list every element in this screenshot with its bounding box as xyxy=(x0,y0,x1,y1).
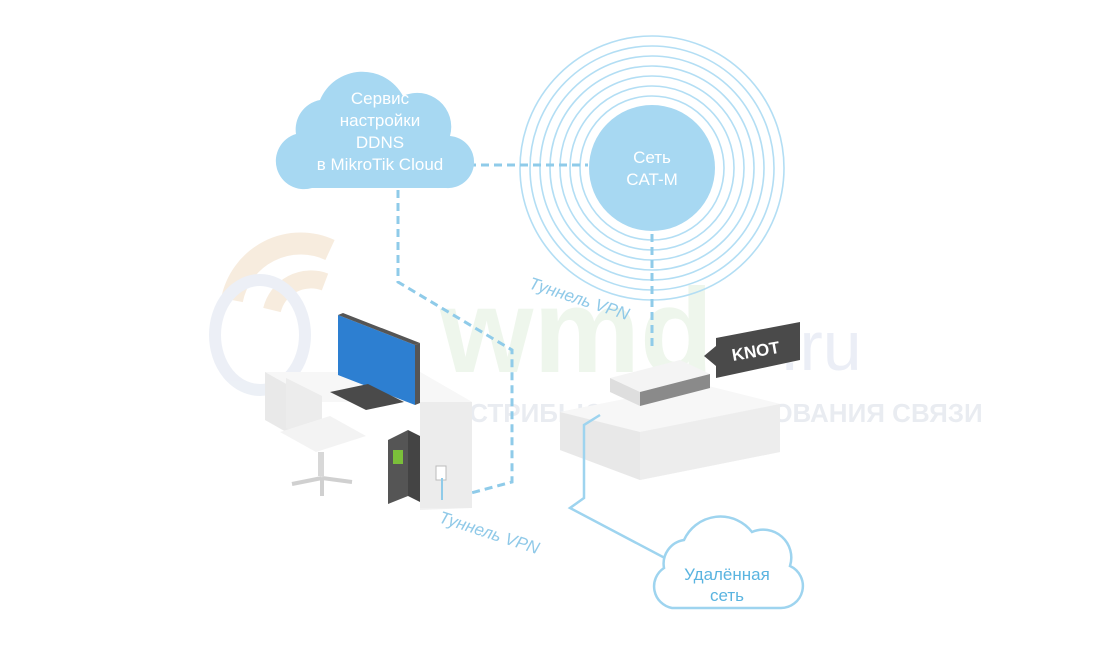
tunnel-label-bottom: Туннель VPN xyxy=(437,508,543,558)
remote-network-cloud xyxy=(652,515,805,610)
wall-socket xyxy=(435,465,447,481)
dashed-links xyxy=(396,163,654,502)
keyboard xyxy=(330,384,404,410)
remote-network-line-2: сеть xyxy=(710,586,744,605)
workstation xyxy=(265,313,472,510)
cat-m-line-2: CAT-M xyxy=(626,170,678,189)
ddns-line-4: в MikroTik Cloud xyxy=(317,155,443,174)
router-top xyxy=(610,360,710,392)
router-front xyxy=(640,374,710,406)
ddns-line-2: настройки xyxy=(340,111,420,130)
cloud-to-pc-tunnel xyxy=(396,190,514,502)
ddns-line-1: Сервис xyxy=(351,89,410,108)
desk-right-side xyxy=(420,402,472,508)
ethernet-cable xyxy=(567,413,681,568)
ddns-line-3: DDNS xyxy=(356,133,404,152)
watermark-signal-icon xyxy=(209,232,335,396)
system-unit-led xyxy=(393,450,403,464)
cat-m-line-1: Сеть xyxy=(633,148,671,167)
ddns-cloud xyxy=(275,71,475,190)
bench-top xyxy=(560,384,780,432)
knot-device-station: KNOT xyxy=(560,322,800,568)
chair-base xyxy=(291,476,353,496)
cat-m-network-circle xyxy=(589,105,715,231)
system-unit xyxy=(388,430,408,504)
chair-seat xyxy=(280,416,366,452)
device-tag xyxy=(716,322,800,378)
remote-network-line-1: Удалённая xyxy=(684,565,770,584)
